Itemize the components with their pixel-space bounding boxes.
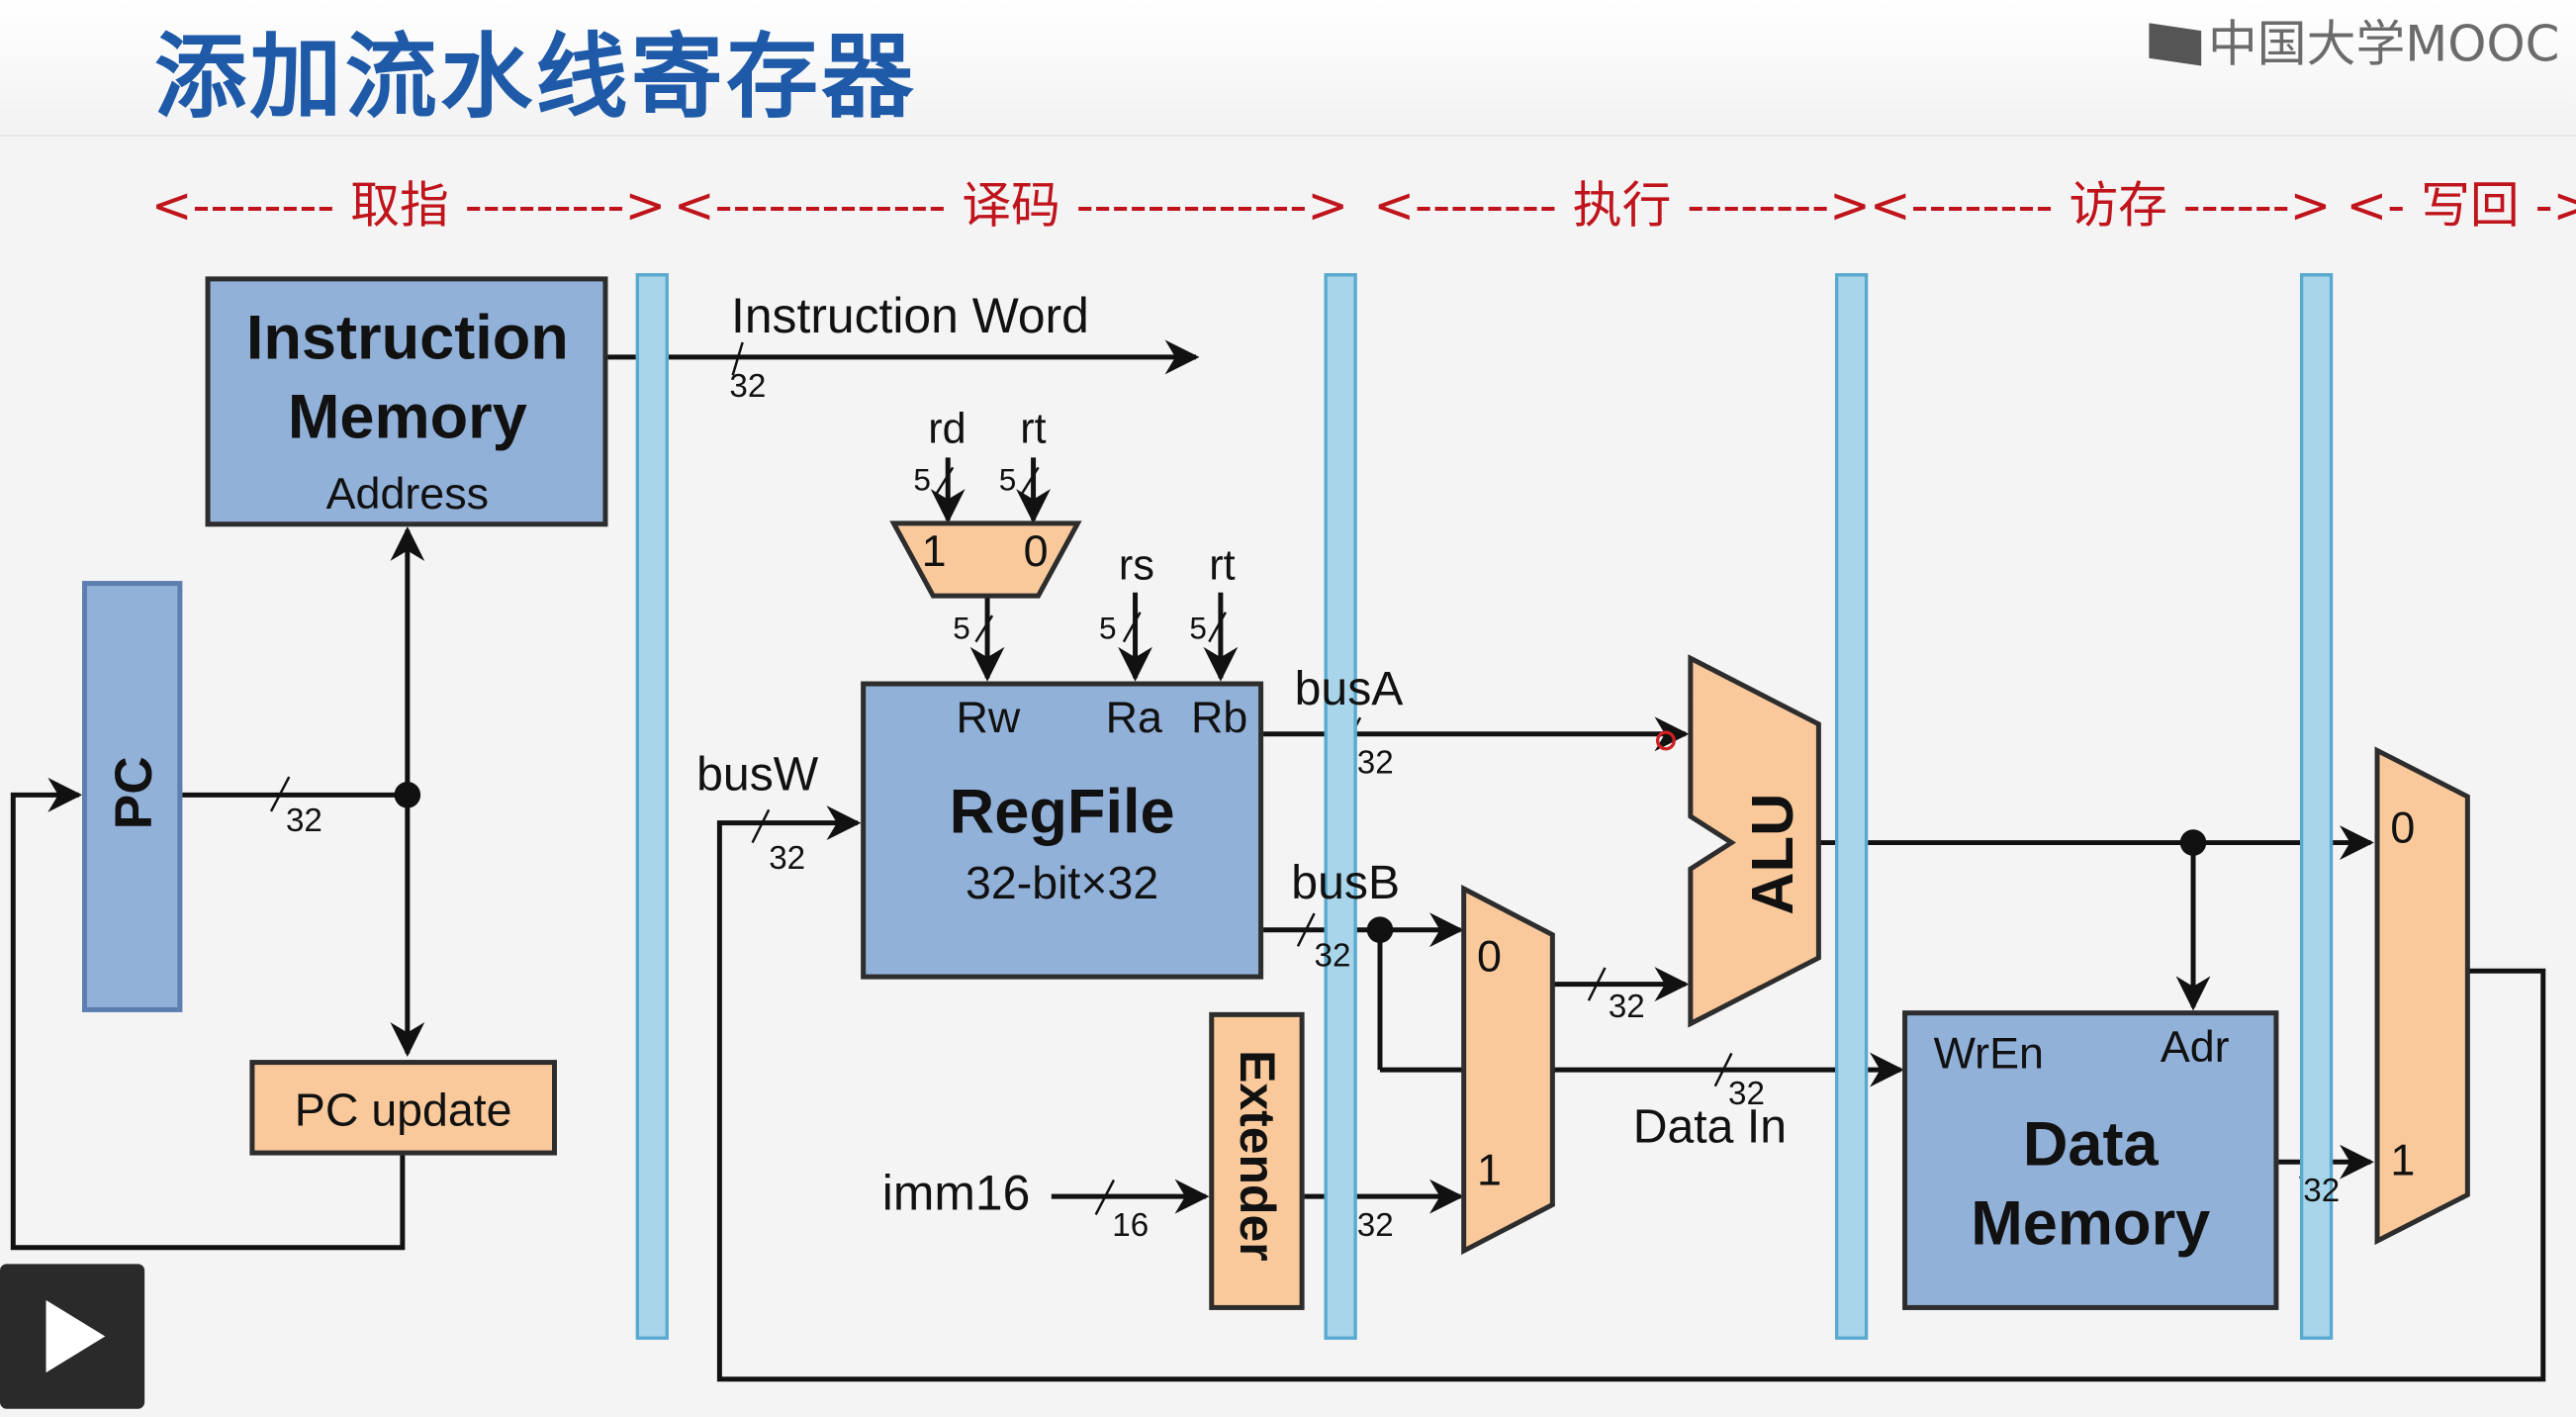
- width-pc: 32: [285, 803, 322, 840]
- im-line1: Instruction: [245, 304, 569, 374]
- stage-execute-label: 执行: [1572, 177, 1672, 236]
- alu-mux-shape: [1461, 885, 1555, 1256]
- signal-data-in: Data In: [1632, 1100, 1788, 1154]
- width-iw: 32: [729, 368, 767, 406]
- stage-execute: <-------- 执行 -------->: [1373, 164, 1871, 236]
- signal-busW: busW: [696, 748, 819, 802]
- alu-label: ALU: [1738, 793, 1806, 915]
- arrow-right: -------->: [1687, 177, 1871, 236]
- signal-instruction-word: Instruction Word: [731, 289, 1089, 344]
- pipeline-register-id-ex: [1324, 273, 1357, 1340]
- pipeline-register-ex-mem: [1835, 273, 1869, 1340]
- width-data-in: 32: [1728, 1076, 1766, 1113]
- mooc-logo: 中国大学MOOC: [2149, 3, 2559, 75]
- signal-rd: rd: [928, 403, 966, 453]
- signal-rt: rt: [1020, 403, 1047, 453]
- signal-busB: busB: [1291, 857, 1401, 910]
- pc-register: PC: [82, 581, 183, 1012]
- pc-update: PC update: [249, 1060, 557, 1156]
- width-imm16: 16: [1112, 1207, 1150, 1245]
- slide-title: 添加流水线寄存器: [154, 24, 917, 133]
- stage-decode-label: 译码: [962, 177, 1060, 236]
- rw-mux-shape: [889, 520, 1082, 599]
- arrow-left: <--------: [1869, 177, 2054, 236]
- arrow-right: ------>: [2182, 177, 2332, 236]
- width-rs: 5: [1099, 612, 1117, 647]
- pipeline-register-if-id: [635, 273, 669, 1340]
- wb-mux-in0: 0: [2390, 803, 2416, 853]
- width-rt-b: 5: [1189, 612, 1207, 647]
- dm-line1: Data: [2022, 1110, 2159, 1181]
- regfile-name: RegFile: [949, 778, 1175, 848]
- width-mux-out: 5: [953, 612, 970, 647]
- rw-mux-in1: 1: [921, 526, 947, 577]
- rw-mux-in0: 0: [1023, 526, 1049, 577]
- pipeline-register-mem-wb: [2299, 273, 2334, 1340]
- arrow-right: --------->: [464, 177, 667, 236]
- stage-fetch: <-------- 取指 --------->: [151, 164, 666, 236]
- width-alu-in: 32: [1608, 989, 1645, 1026]
- signal-imm16: imm16: [881, 1167, 1031, 1222]
- signal-busA: busA: [1294, 663, 1404, 716]
- title-bar: 添加流水线寄存器 中国大学MOOC: [0, 0, 2576, 138]
- port-rw: Rw: [956, 693, 1021, 743]
- book-icon: [2149, 23, 2202, 66]
- stage-memory: <-------- 访存 ------>: [1870, 164, 2332, 236]
- stage-memory-label: 访存: [2069, 177, 2167, 236]
- cursor-icon: [1655, 730, 1676, 751]
- im-line2: Memory: [287, 383, 527, 453]
- width-busB: 32: [1314, 938, 1351, 975]
- width-ext-out: 32: [1356, 1207, 1394, 1245]
- pc-update-label: PC update: [294, 1085, 512, 1136]
- stage-writeback-label: 写回: [2421, 177, 2520, 236]
- signal-rs: rs: [1118, 539, 1154, 590]
- im-port-address: Address: [325, 469, 490, 519]
- play-icon: [46, 1299, 106, 1373]
- extender-label: Extender: [1229, 1050, 1284, 1262]
- port-ra: Ra: [1105, 693, 1162, 743]
- extender: Extender: [1209, 1011, 1305, 1310]
- brand-text: 中国大学MOOC: [2207, 16, 2560, 74]
- data-memory: WrEn Adr Data Memory: [1902, 1010, 2279, 1310]
- arrow-left: <-: [2346, 177, 2406, 236]
- wb-mux-in1: 1: [2390, 1135, 2416, 1185]
- port-rb: Rb: [1191, 693, 1248, 743]
- instruction-memory: Instruction Memory Address: [205, 276, 608, 527]
- arrow-right: ------------->: [1075, 177, 1349, 236]
- signal-rt-b: rt: [1209, 539, 1236, 590]
- pc-label: PC: [103, 756, 163, 830]
- wb-mux-shape: [2374, 746, 2470, 1246]
- width-busA: 32: [1356, 745, 1394, 783]
- play-button[interactable]: [0, 1264, 145, 1409]
- alu-shape: [1688, 654, 1821, 1028]
- stage-decode: <------------- 译码 ------------->: [674, 164, 1348, 236]
- stage-fetch-label: 取指: [350, 177, 449, 236]
- alu-mux-in1: 1: [1476, 1145, 1502, 1195]
- arrow-right: ->: [2534, 177, 2576, 236]
- dm-line2: Memory: [1971, 1189, 2211, 1260]
- stage-writeback: <- 写回 ->: [2346, 164, 2576, 236]
- port-wren: WrEn: [1933, 1028, 2044, 1079]
- width-dm-out: 32: [2303, 1173, 2341, 1210]
- width-rd: 5: [913, 464, 931, 499]
- arrow-left: <-------------: [673, 177, 947, 236]
- alu-mux-in0: 0: [1476, 931, 1502, 982]
- regfile-size: 32-bit×32: [966, 857, 1159, 909]
- width-rt: 5: [998, 464, 1017, 499]
- arrow-left: <--------: [150, 177, 335, 236]
- width-busW: 32: [769, 840, 806, 878]
- register-file: Rw Ra Rb RegFile 32-bit×32: [861, 681, 1264, 980]
- port-adr: Adr: [2160, 1021, 2230, 1072]
- arrow-left: <--------: [1373, 177, 1557, 236]
